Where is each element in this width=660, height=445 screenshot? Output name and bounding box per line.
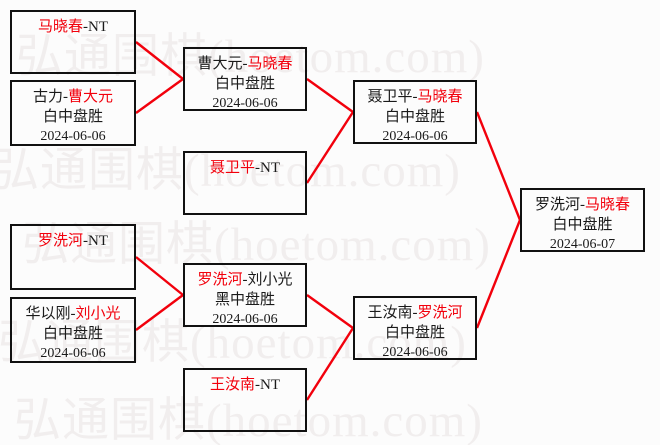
match-box-r1m4[interactable]: 华以刚-刘小光白中盘胜 2024-06-06 (10, 297, 136, 363)
match-date: 2024-06-06 (40, 129, 106, 144)
player-left: 罗洗河 (534, 197, 580, 213)
pairing-separator: - (412, 305, 418, 321)
player-left: 曹大元 (197, 56, 243, 72)
match-box-r2m3[interactable]: 罗洗河-刘小光黑中盘胜 2024-06-06 (183, 263, 307, 327)
match-pairing: 王汝南-NT (185, 375, 305, 395)
match-result: 白中盘胜 (42, 326, 103, 342)
match-box-r1m3[interactable]: 罗洗河-NT (10, 224, 136, 290)
match-box-r2m2[interactable]: 聂卫平-NT (183, 151, 307, 215)
match-result: 黑中盘胜 (214, 292, 275, 308)
match-result: 白中盘胜 (384, 325, 445, 341)
player-left: 聂卫平 (367, 89, 413, 105)
pairing-separator: - (83, 233, 88, 249)
match-pairing: 华以刚-刘小光 (12, 304, 134, 324)
match-pairing: 聂卫平-NT (185, 158, 305, 178)
match-date: 2024-06-06 (212, 96, 278, 111)
match-date: 2024-06-06 (382, 129, 448, 144)
match-box-r1m2[interactable]: 古力-曹大元白中盘胜 2024-06-06 (10, 80, 136, 146)
player-left: 华以刚 (25, 306, 71, 322)
match-result: 白中盘胜 (384, 109, 445, 125)
match-pairing: 罗洗河-刘小光 (185, 270, 305, 290)
match-pairing: 曹大元-马晓春 (185, 54, 305, 74)
match-pairing: 罗洗河-马晓春 (522, 195, 643, 215)
pairing-separator: - (63, 89, 68, 105)
player-left: 王汝南 (367, 305, 413, 321)
match-pairing: 马晓春-NT (12, 17, 134, 37)
match-date: 2024-06-06 (382, 345, 448, 360)
player-left: 马晓春 (37, 19, 83, 35)
match-date: 2024-06-06 (212, 312, 278, 327)
player-right-nt: NT (260, 377, 280, 393)
player-left: 罗洗河 (37, 233, 83, 249)
match-date: 2024-06-07 (549, 237, 616, 252)
player-right: 马晓春 (247, 56, 293, 72)
player-right: 刘小光 (75, 306, 121, 322)
match-pairing: 古力-曹大元 (12, 87, 134, 107)
match-pairing: 王汝南-罗洗河 (355, 303, 475, 323)
match-result: 白中盘胜 (552, 217, 613, 233)
player-right: 罗洗河 (417, 305, 463, 321)
match-box-sf2[interactable]: 王汝南-罗洗河白中盘胜 2024-06-06 (353, 296, 477, 360)
player-right-nt: NT (260, 160, 280, 176)
pairing-separator: - (242, 56, 248, 72)
match-box-r1m1[interactable]: 马晓春-NT (10, 10, 136, 74)
match-result: 白中盘胜 (214, 76, 275, 92)
pairing-separator: - (580, 197, 585, 213)
match-box-r2m4[interactable]: 王汝南-NT (183, 368, 307, 432)
match-pairing: 罗洗河-NT (12, 231, 134, 251)
player-right: 马晓春 (585, 197, 631, 213)
pairing-separator: - (255, 377, 260, 393)
player-left: 古力 (32, 89, 63, 105)
match-box-sf1[interactable]: 聂卫平-马晓春白中盘胜 2024-06-06 (353, 80, 477, 144)
pairing-separator: - (83, 19, 88, 35)
match-box-r2m1[interactable]: 曹大元-马晓春白中盘胜 2024-06-06 (183, 47, 307, 111)
pairing-separator: - (412, 89, 418, 105)
pairing-separator: - (242, 272, 248, 288)
match-date: 2024-06-06 (40, 346, 106, 361)
player-right: 刘小光 (247, 272, 293, 288)
pairing-separator: - (255, 160, 260, 176)
player-left: 罗洗河 (197, 272, 243, 288)
player-left: 王汝南 (209, 377, 255, 393)
pairing-separator: - (70, 306, 76, 322)
player-right-nt: NT (88, 233, 108, 249)
player-right: 马晓春 (417, 89, 463, 105)
player-right-nt: NT (88, 19, 108, 35)
match-pairing: 聂卫平-马晓春 (355, 87, 475, 107)
player-left: 聂卫平 (209, 160, 255, 176)
match-result: 白中盘胜 (42, 109, 103, 125)
player-right: 曹大元 (68, 89, 114, 105)
match-box-f1[interactable]: 罗洗河-马晓春白中盘胜 2024-06-07 (520, 188, 645, 252)
